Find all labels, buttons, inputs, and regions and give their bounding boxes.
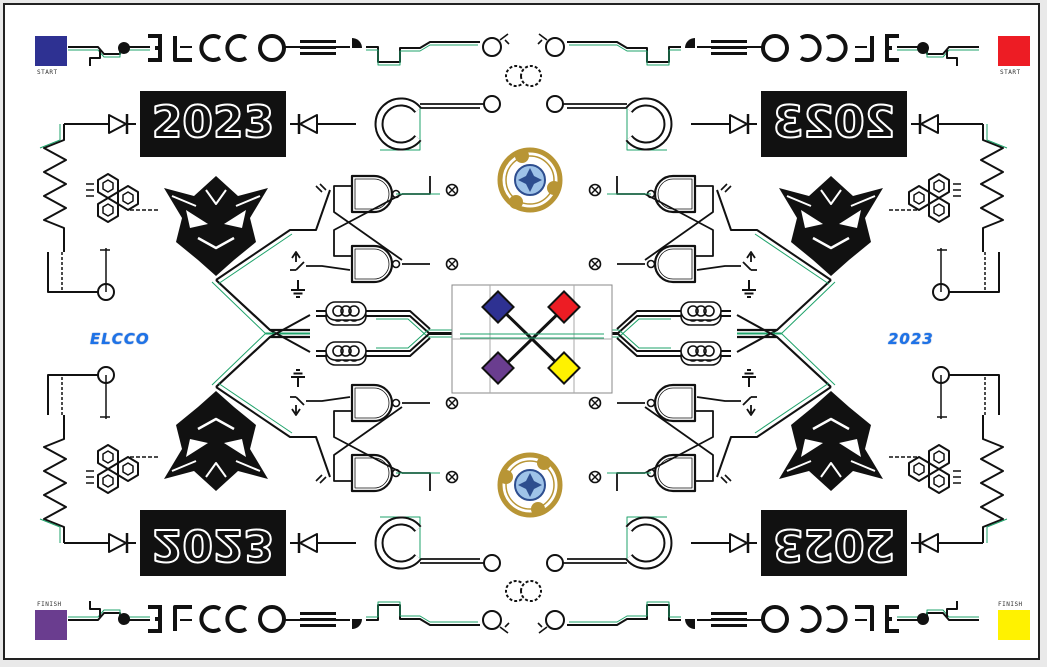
- side-logo-left: ELCCO: [90, 330, 150, 348]
- switch-icon: [290, 251, 351, 271]
- side-logo-right: 2023: [888, 330, 934, 348]
- c-ring-icon: [379, 102, 418, 146]
- hex-cluster-icon: [85, 173, 139, 223]
- purple-diamond[interactable]: [481, 351, 515, 385]
- start-label-top-left: START: [37, 69, 58, 76]
- red-diamond[interactable]: [547, 290, 581, 324]
- circuit-traces-top-left: 2023: [39, 33, 527, 366]
- finish-label-bottom-left: FINISH: [37, 601, 62, 608]
- yellow-diamond[interactable]: [547, 351, 581, 385]
- blue-diamond[interactable]: [481, 290, 515, 324]
- nand-latch-top-left: [333, 174, 440, 284]
- badge-icon: [499, 455, 560, 516]
- nand-gate-icon: [350, 244, 401, 284]
- year-plaque-top-left: 2023: [140, 91, 286, 157]
- finish-label-bottom-right: FINISH: [998, 601, 1023, 608]
- diode-icon: [98, 112, 138, 136]
- center-panel: [451, 284, 613, 394]
- lamp-icon: [445, 257, 459, 271]
- start-square-red[interactable]: [998, 36, 1030, 66]
- elcco-logo-top-left: [148, 34, 286, 62]
- lamp-icon: [445, 183, 459, 197]
- start-square-blue[interactable]: [35, 36, 67, 66]
- diode-icon: [288, 112, 328, 136]
- nand-gate-icon: [350, 174, 401, 214]
- ground-icon: [290, 279, 306, 298]
- finish-square-purple[interactable]: [35, 610, 67, 640]
- finish-square-yellow[interactable]: [998, 610, 1030, 640]
- badge-icon: [500, 149, 561, 210]
- dotted-pad-top-left: [300, 40, 336, 55]
- year-text-top-left: 2023: [152, 97, 274, 148]
- start-label-top-right: START: [1000, 69, 1021, 76]
